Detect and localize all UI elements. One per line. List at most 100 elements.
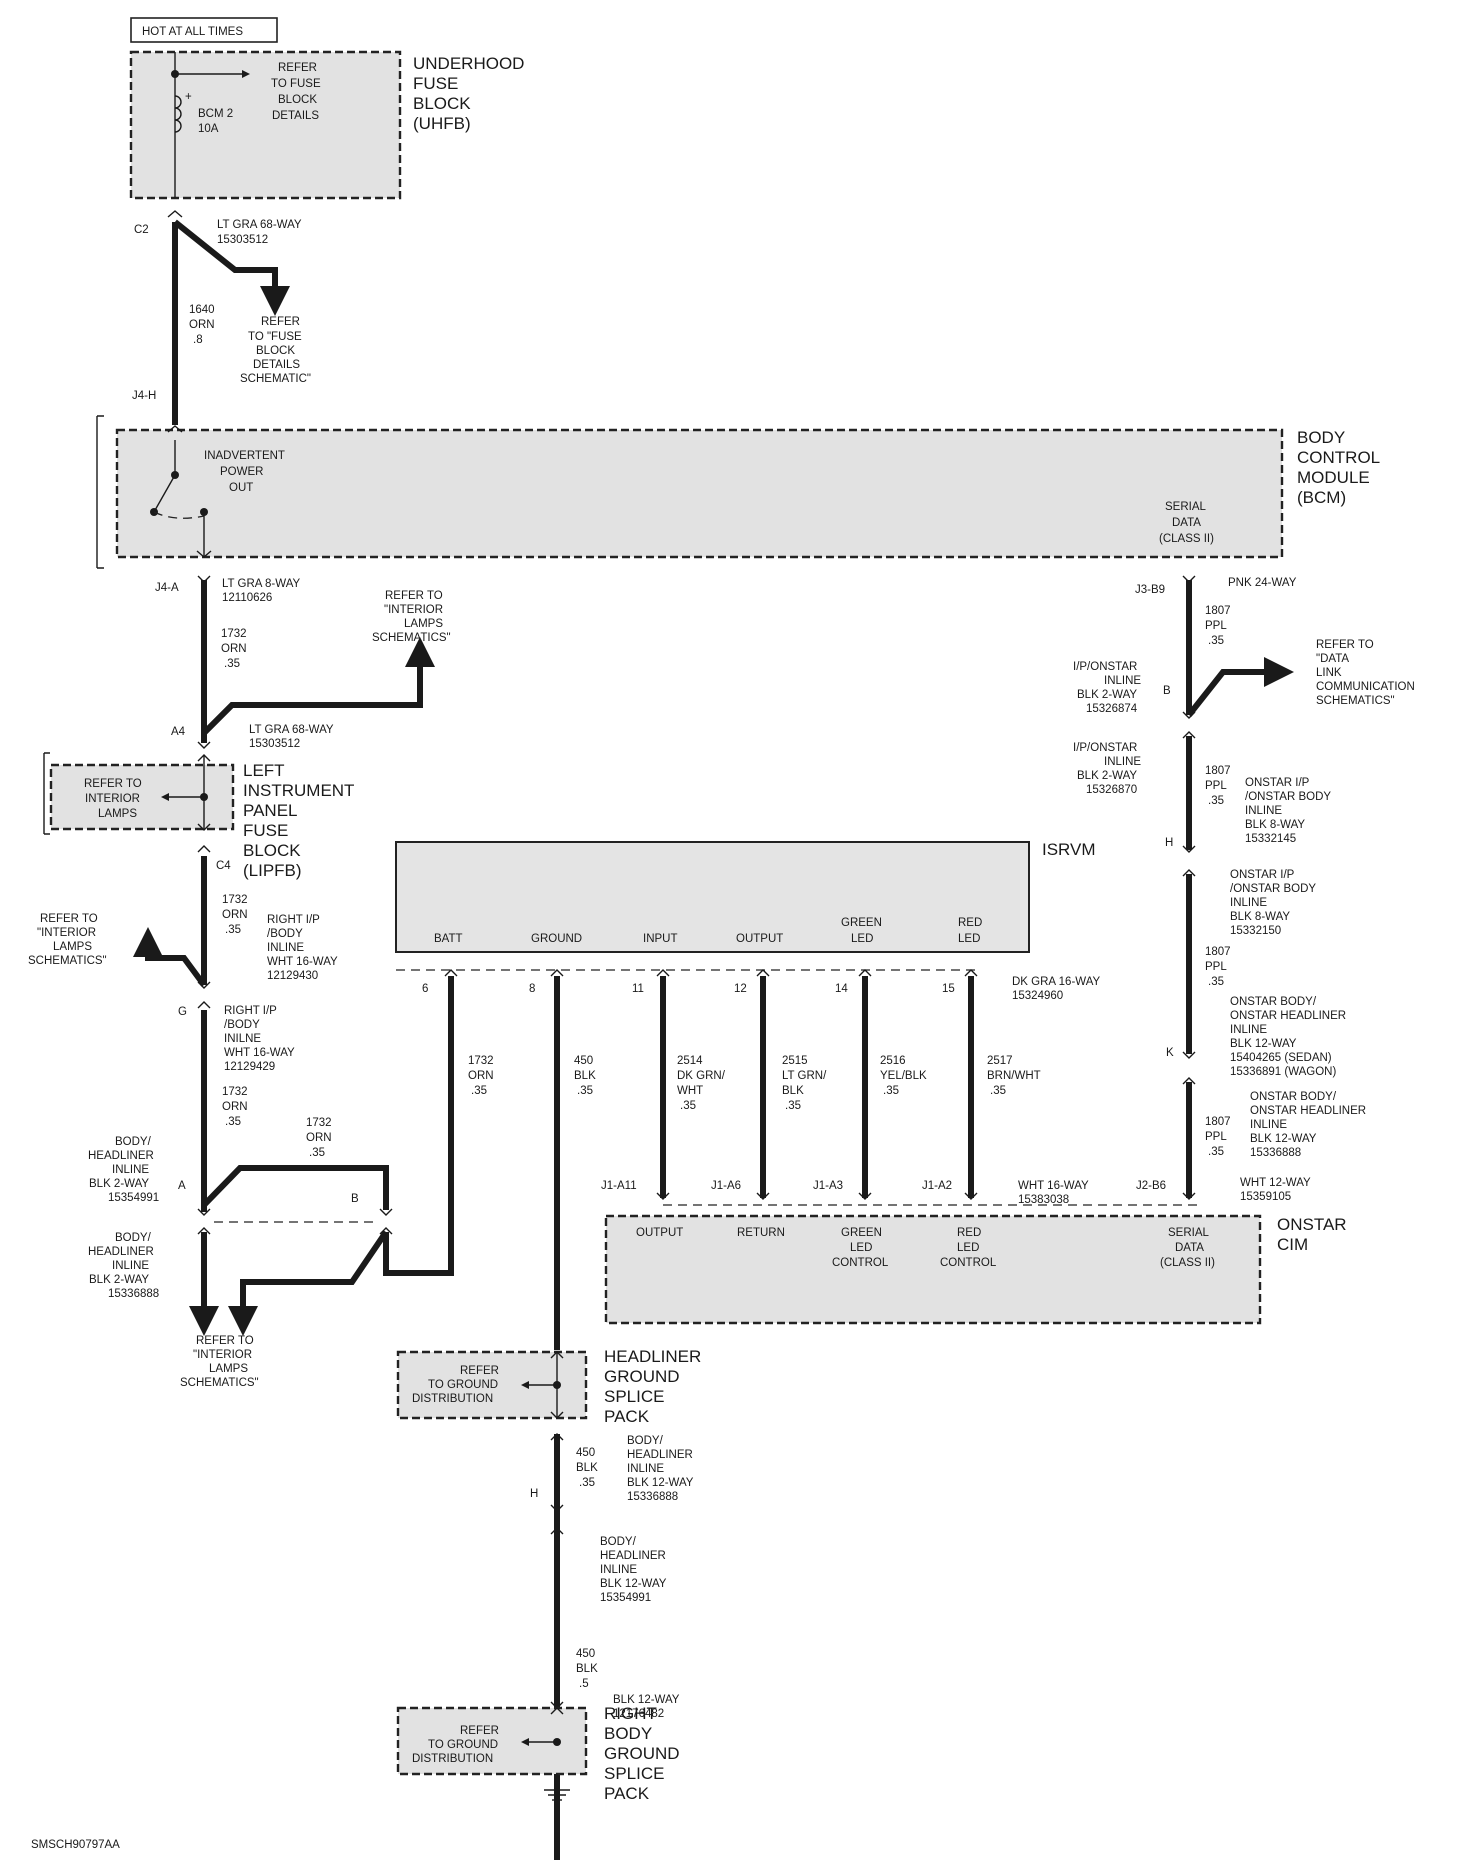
svg-text:+: + xyxy=(185,91,192,103)
svg-text:PNK 24-WAY: PNK 24-WAY xyxy=(1228,577,1297,589)
inadvertent-power-label: INADVERTENT POWER OUT xyxy=(204,450,288,494)
blk12-connector: BLK 12-WAY 12176482 xyxy=(613,1694,682,1720)
wire-1732-c-label: 1732 ORN .35 xyxy=(222,1086,251,1128)
interior-lamps-arrow-top xyxy=(201,637,435,736)
svg-text:12: 12 xyxy=(734,983,747,995)
svg-text:15: 15 xyxy=(942,983,955,995)
wire-1732-lipfb-to-headliner: 1732 ORN .35 REFER TO "INTERIOR LAMPS SC… xyxy=(28,845,393,1389)
svg-text:BATT: BATT xyxy=(434,933,463,945)
bcm-title: BODY CONTROL MODULE (BCM) xyxy=(1297,428,1384,507)
c2-refer-arrow xyxy=(173,219,290,316)
wire-1640-label: 1640 ORN .8 xyxy=(189,304,218,346)
svg-text:J1-A6: J1-A6 xyxy=(711,1180,741,1192)
interior-lamps-arrow-bottom xyxy=(228,1230,389,1336)
svg-text:J1-A11: J1-A11 xyxy=(601,1180,637,1192)
onstar-ip-1-label: ONSTAR I/P /ONSTAR BODY INLINE BLK 8-WAY… xyxy=(1245,777,1334,845)
a4-connector: LT GRA 68-WAY 15303512 xyxy=(249,724,337,750)
svg-text:INPUT: INPUT xyxy=(643,933,678,945)
svg-text:B: B xyxy=(351,1193,359,1205)
svg-text:ISRVM: ISRVM xyxy=(1042,840,1096,859)
svg-text:GROUND: GROUND xyxy=(531,933,582,945)
onstar-cim-connector: WHT 12-WAY 15359105 xyxy=(1240,1177,1314,1203)
wire-1732-b-label: 1732 ORN .35 xyxy=(222,894,251,936)
svg-text:6: 6 xyxy=(422,983,428,995)
body-headliner-2-label: BODY/ HEADLINER INLINE BLK 2-WAY 1533688… xyxy=(88,1232,159,1300)
hot-at-all-times-box: HOT AT ALL TIMES xyxy=(130,17,278,43)
cim-connector: WHT 16-WAY 15383038 xyxy=(1018,1180,1092,1206)
headliner-ground-title: HEADLINER GROUND SPLICE PACK xyxy=(604,1347,706,1426)
lipfb-refer-text: REFER TO INTERIOR LAMPS xyxy=(84,778,145,820)
fuse-icon xyxy=(174,95,182,133)
c2-connector-label: LT GRA 68-WAY 15303512 xyxy=(217,219,305,246)
svg-text:B: B xyxy=(1163,685,1171,697)
wire-1732-bcm-to-lipfb: J4-A LT GRA 8-WAY 12110626 1732 ORN .35 … xyxy=(155,575,451,750)
body-headliner-3-label: BODY/ HEADLINER INLINE BLK 12-WAY 153368… xyxy=(627,1435,696,1503)
headliner-ground-splice-pack: REFER TO GROUND DISTRIBUTION HEADLINER G… xyxy=(396,1347,706,1426)
right-body-ground-refer: REFER TO GROUND DISTRIBUTION xyxy=(412,1725,502,1765)
bcm-module: INADVERTENT POWER OUT SERIAL DATA (CLASS… xyxy=(96,415,1384,569)
wire-1640: C2 LT GRA 68-WAY 15303512 REFER TO "FUSE… xyxy=(132,210,311,425)
refer-interior-top-text: REFER TO "INTERIOR LAMPS SCHEMATICS" xyxy=(372,590,451,644)
wire-1732-a-label: 1732 ORN .35 xyxy=(221,628,250,670)
right-body-ground-title: RIGHT BODY GROUND SPLICE PACK xyxy=(604,1704,684,1803)
svg-text:OUTPUT: OUTPUT xyxy=(736,933,783,945)
hot-label: HOT AT ALL TIMES xyxy=(142,26,243,38)
bcm-out-connector: LT GRA 8-WAY 12110626 xyxy=(222,578,303,604)
svg-text:11: 11 xyxy=(632,983,644,995)
headliner-ground-refer: REFER TO GROUND DISTRIBUTION xyxy=(412,1365,502,1405)
interior-lamps-arrow-left xyxy=(133,927,207,987)
body-headliner-4-label: BODY/ HEADLINER INLINE BLK 12-WAY 153549… xyxy=(600,1536,669,1604)
isrvm-connector: DK GRA 16-WAY 15324960 xyxy=(1012,976,1103,1002)
right-body-ground-splice-pack: REFER TO GROUND DISTRIBUTION RIGHT BODY … xyxy=(396,1704,684,1803)
svg-text:J1-A2: J1-A2 xyxy=(922,1180,952,1192)
svg-text:A: A xyxy=(178,1180,186,1192)
onstar-body-2-label: ONSTAR BODY/ ONSTAR HEADLINER INLINE BLK… xyxy=(1250,1091,1369,1159)
svg-text:J4-H: J4-H xyxy=(132,390,156,402)
refer-interior-bottom-text: REFER TO "INTERIOR LAMPS SCHEMATICS" xyxy=(180,1335,259,1389)
uhfb-refer-text: REFER TO FUSE BLOCK DETAILS xyxy=(271,62,324,122)
onstar-cim-title: ONSTAR CIM xyxy=(1277,1215,1351,1254)
lipfb-title: LEFT INSTRUMENT PANEL FUSE BLOCK (LIPFB) xyxy=(243,761,359,880)
refer-data-link-text: REFER TO "DATA LINK COMMUNICATION SCHEMA… xyxy=(1316,639,1418,707)
wire-1732-d-label: 1732 ORN .35 xyxy=(306,1117,335,1159)
svg-text:14: 14 xyxy=(835,983,848,995)
ip-onstar-1-label: I/P/ONSTAR INLINE BLK 2-WAY 15326874 xyxy=(1073,661,1144,715)
svg-text:C4: C4 xyxy=(216,860,231,872)
svg-text:8: 8 xyxy=(529,983,535,995)
right-ip-2-label: RIGHT I/P /BODY INILNE WHT 16-WAY 121294… xyxy=(224,1005,298,1073)
svg-text:J1-A3: J1-A3 xyxy=(813,1180,843,1192)
svg-text:G: G xyxy=(178,1006,187,1018)
svg-text:H: H xyxy=(530,1488,538,1500)
body-headliner-1-label: BODY/ HEADLINER INLINE BLK 2-WAY 1535499… xyxy=(88,1136,159,1204)
fuse-rating: BCM 2 10A xyxy=(198,108,236,135)
svg-text:C2: C2 xyxy=(134,224,149,236)
refer-interior-left-text: REFER TO "INTERIOR LAMPS SCHEMATICS" xyxy=(28,913,107,967)
svg-text:A4: A4 xyxy=(171,726,186,738)
onstar-body-1-label: ONSTAR BODY/ ONSTAR HEADLINER INLINE BLK… xyxy=(1230,996,1349,1078)
svg-text:H: H xyxy=(1165,837,1173,849)
data-link-arrow xyxy=(1186,657,1294,717)
svg-text:J3-B9: J3-B9 xyxy=(1135,584,1165,596)
lipfb-fuse-block: REFER TO INTERIOR LAMPS LEFT INSTRUMENT … xyxy=(43,752,359,880)
uhfb-title: UNDERHOOD FUSE BLOCK (UHFB) xyxy=(413,54,529,133)
c2-refer-text: REFER TO "FUSE BLOCK DETAILS SCHEMATIC" xyxy=(240,316,311,385)
